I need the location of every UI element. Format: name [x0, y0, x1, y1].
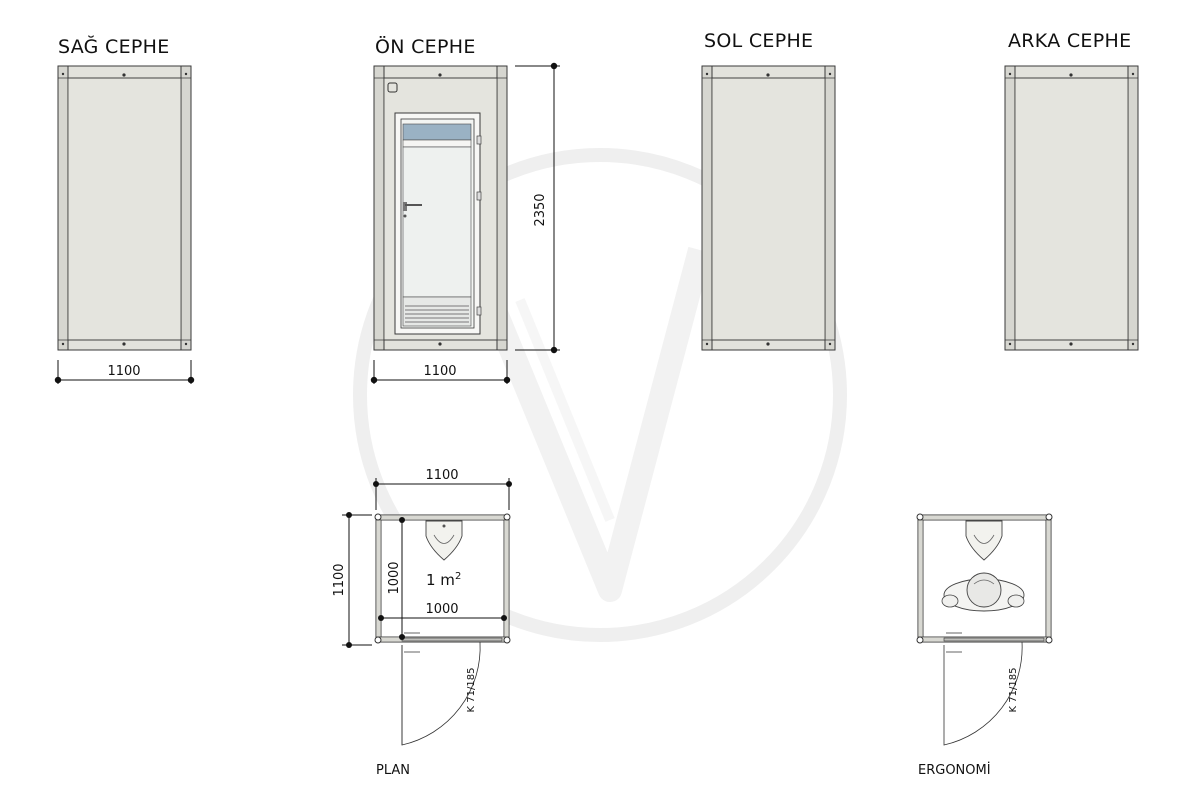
dim-inner-width-label: 1000 — [425, 602, 458, 617]
ergonomi-view — [916, 513, 1053, 746]
title-sol-cephe: SOL CEPHE — [704, 30, 814, 52]
elevation-sag — [57, 65, 192, 351]
title-on-cephe: ÖN CEPHE — [375, 36, 476, 58]
dim-sag-width-label: 1100 — [107, 364, 140, 379]
title-sag-cephe: SAĞ CEPHE — [58, 36, 170, 58]
dim-on-width — [370, 360, 511, 384]
door-ergo-label: K 71/185 — [1008, 668, 1019, 713]
plan-view — [374, 513, 511, 746]
dim-plan-width-label: 1100 — [425, 468, 458, 483]
dim-height-label: 2350 — [533, 193, 548, 226]
area-label: 1 m2 — [426, 571, 461, 589]
watermark-logo — [353, 148, 847, 642]
door-plan-label: K 71/185 — [466, 668, 477, 713]
person-figure — [941, 572, 1025, 612]
dim-inner-depth-label: 1000 — [387, 561, 402, 594]
dim-plan-depth-label: 1100 — [332, 563, 347, 596]
label-ergonomi: ERGONOMİ — [918, 763, 991, 778]
dim-plan — [342, 478, 512, 648]
label-plan: PLAN — [376, 763, 410, 778]
elevation-on — [373, 65, 508, 351]
dim-height — [515, 62, 560, 354]
elevation-sol — [701, 65, 836, 351]
dim-on-width-label: 1100 — [423, 364, 456, 379]
elevation-arka — [1004, 65, 1139, 351]
dim-sag-width — [54, 360, 195, 384]
title-arka-cephe: ARKA CEPHE — [1008, 30, 1132, 52]
